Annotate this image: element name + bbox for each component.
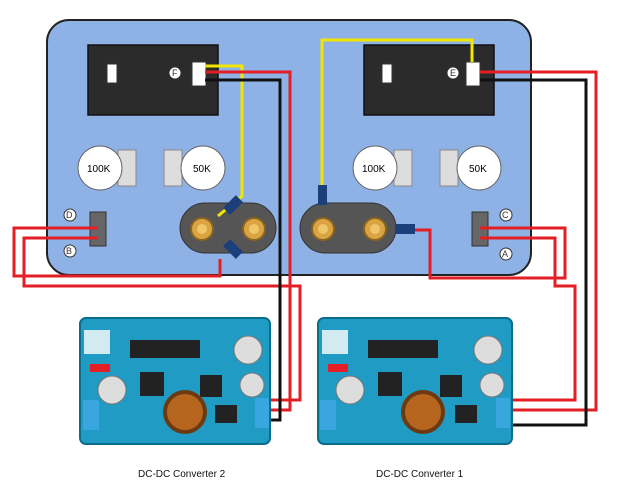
pot-left-100k: 100K — [77, 145, 137, 191]
black-wire-left — [205, 78, 282, 422]
binding-post-plate-left — [179, 202, 277, 254]
pot-right-100k-label: 100K — [362, 164, 386, 175]
red-wire-right-loop-2 — [480, 236, 577, 402]
jack-left-bottom-label: B — [66, 246, 72, 256]
pot-right-50k: 50K — [439, 145, 502, 191]
jack-right-top-label: C — [502, 210, 509, 220]
left-rocker-switch: F — [87, 44, 219, 116]
pot-left-100k-label: 100K — [87, 164, 111, 175]
switch-right-label: E — [450, 68, 456, 78]
sleeve-3 — [318, 185, 327, 205]
yellow-wire-right — [320, 38, 474, 205]
red-wire-left-loop — [12, 226, 222, 278]
pot-left-50k-label: 50K — [193, 164, 211, 175]
caption-converter-2: DC-DC Converter 2 — [138, 469, 226, 480]
sleeve-2 — [223, 239, 243, 259]
jack-right-bottom-label: A — [502, 249, 508, 259]
red-wire-right-loop — [405, 226, 567, 280]
black-wire-right — [480, 78, 588, 427]
binding-post-plate-right — [299, 202, 397, 254]
pot-right-100k: 100K — [352, 145, 413, 191]
right-rocker-switch: E — [363, 44, 495, 116]
sleeve-4 — [395, 224, 415, 234]
red-wire-left-loop-2 — [22, 236, 302, 402]
sleeve-1 — [223, 195, 243, 215]
switch-left-label: F — [172, 68, 178, 78]
dcdc-converter-1 — [317, 317, 513, 445]
jack-left-top-label: D — [66, 210, 73, 220]
red-wire-right-switch — [480, 70, 598, 412]
pot-left-50k: 50K — [163, 145, 226, 191]
caption-converter-1: DC-DC Converter 1 — [376, 469, 464, 480]
pot-right-50k-label: 50K — [469, 164, 487, 175]
dcdc-converter-2 — [79, 317, 271, 445]
